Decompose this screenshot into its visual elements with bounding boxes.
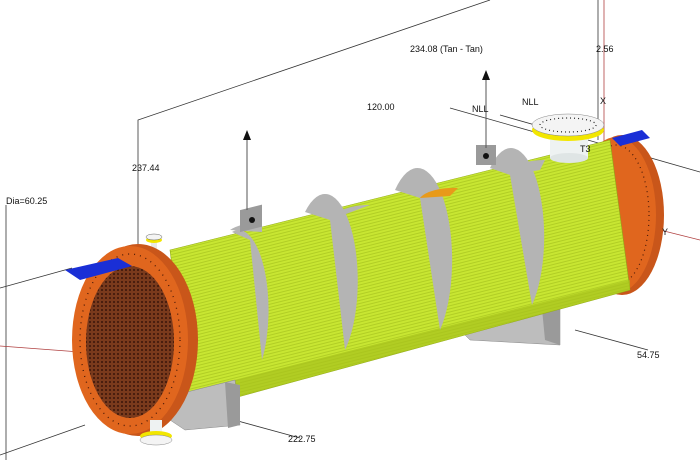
nll-right-label: NLL	[522, 97, 539, 107]
front-channel-flange	[65, 244, 198, 436]
front-pass-partition	[65, 258, 132, 280]
dimension-labels: 234.08 (Tan - Tan) 2.56 120.00 NLL NLL X…	[6, 44, 668, 444]
nozzle-spacing-label: 120.00	[367, 102, 395, 112]
offset-top-label: 2.56	[596, 44, 614, 54]
rear-pass-partition	[612, 130, 650, 146]
baffle	[305, 193, 358, 350]
axis-y-label: Y	[662, 227, 668, 237]
top-nozzle	[531, 113, 605, 163]
baffle	[232, 230, 269, 360]
axis-x-label: X	[600, 96, 606, 106]
baffles	[230, 148, 545, 360]
tubesheet	[86, 266, 174, 418]
diameter-label: Dia=60.25	[6, 196, 47, 206]
lifting-lugs	[240, 70, 496, 233]
baffle	[395, 167, 453, 330]
nll-left-label: NLL	[472, 104, 489, 114]
baffle	[490, 148, 545, 305]
nozzle-tag-label: T3	[580, 144, 591, 154]
shell	[169, 139, 631, 411]
height-label: 237.44	[132, 163, 160, 173]
saddle-right-label: 54.75	[637, 350, 660, 360]
overall-length-label: 234.08 (Tan - Tan)	[410, 44, 483, 54]
bottom-nozzle	[139, 420, 173, 446]
saddle-left-label: 222.75	[288, 434, 316, 444]
